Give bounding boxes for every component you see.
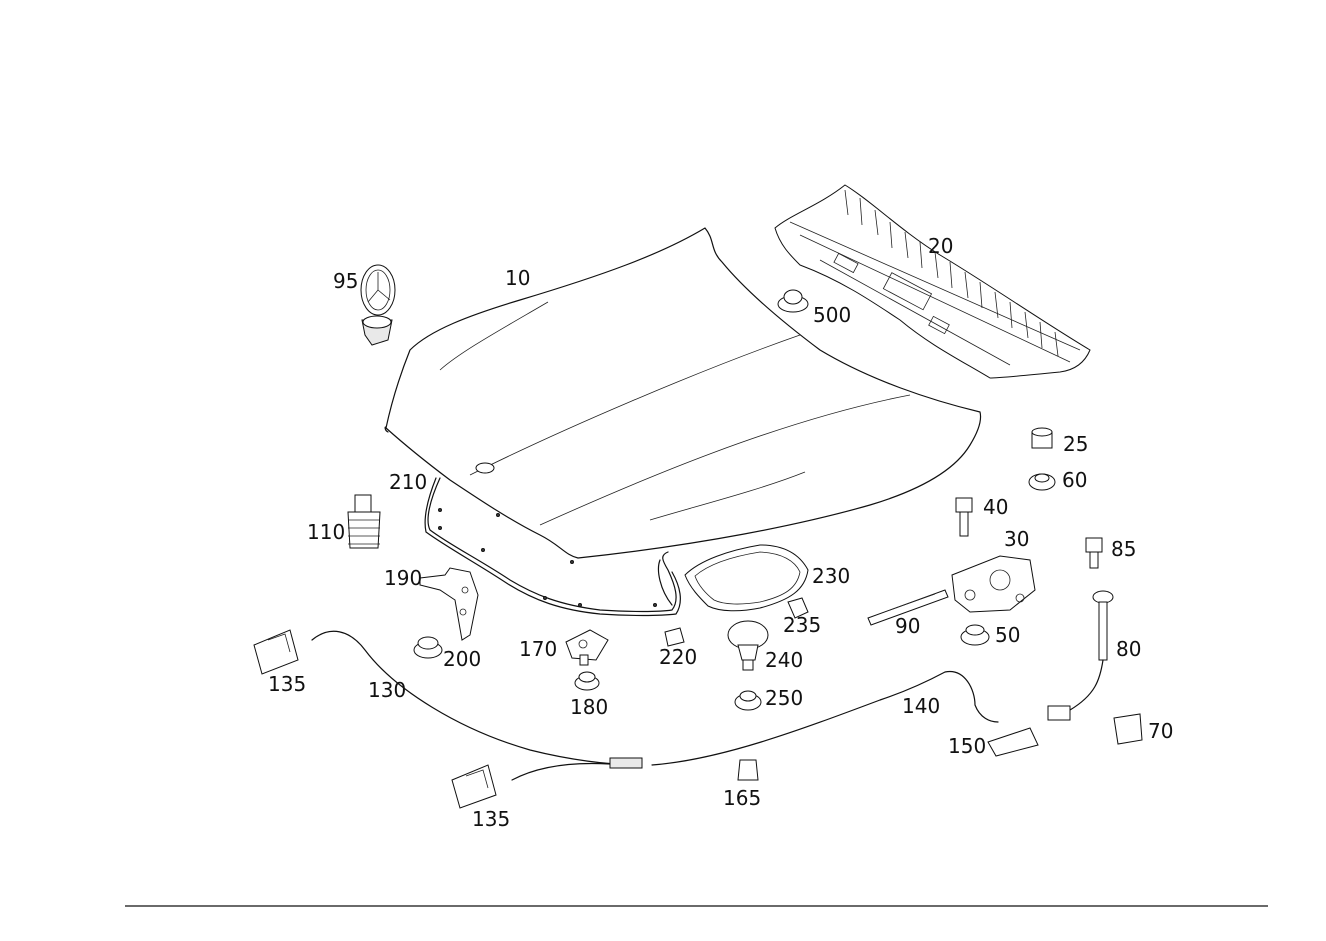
hood-lock-part-30 — [951, 555, 1036, 613]
washer-part-60 — [1028, 473, 1056, 491]
label-10: 10 — [505, 266, 530, 290]
hood-latch-part-135b — [451, 764, 497, 809]
bowden-cable-part-130 — [311, 630, 631, 781]
label-165: 165 — [723, 786, 761, 810]
pin-part-170 — [565, 629, 609, 666]
bumper-stop-part-110 — [347, 494, 381, 549]
label-60: 60 — [1062, 468, 1087, 492]
label-40: 40 — [983, 495, 1008, 519]
bolt-part-85 — [1085, 537, 1103, 569]
label-90: 90 — [895, 614, 920, 638]
switch-part-70 — [1113, 713, 1143, 745]
bumper-part-240 — [727, 620, 769, 671]
label-200: 200 — [443, 647, 481, 671]
label-130: 130 — [368, 678, 406, 702]
label-20: 20 — [928, 234, 953, 258]
cable-connector — [609, 757, 643, 769]
label-110: 110 — [307, 520, 345, 544]
clip-part-500 — [777, 289, 809, 313]
label-80: 80 — [1116, 637, 1141, 661]
label-250: 250 — [765, 686, 803, 710]
emblem-part-95 — [360, 264, 396, 346]
label-500: 500 — [813, 303, 851, 327]
label-240: 240 — [765, 648, 803, 672]
label-170: 170 — [519, 637, 557, 661]
nut-part-25 — [1031, 427, 1053, 449]
release-cable-part-80 — [1047, 590, 1114, 721]
soundproofing-part-230 — [657, 544, 809, 612]
label-30: 30 — [1004, 527, 1029, 551]
nut-part-50 — [960, 624, 990, 646]
label-220: 220 — [659, 645, 697, 669]
hood-latch-part-135a — [253, 629, 299, 675]
label-85: 85 — [1111, 537, 1136, 561]
label-95: 95 — [333, 269, 358, 293]
label-140: 140 — [902, 694, 940, 718]
cowl-panel-part-20 — [774, 184, 1091, 379]
label-150: 150 — [948, 734, 986, 758]
label-210: 210 — [389, 470, 427, 494]
bolt-part-40 — [955, 497, 973, 537]
label-135b: 135 — [472, 807, 510, 831]
label-50: 50 — [995, 623, 1020, 647]
label-190: 190 — [384, 566, 422, 590]
nut-part-250 — [734, 690, 762, 711]
nut-part-180 — [574, 671, 600, 691]
label-25: 25 — [1063, 432, 1088, 456]
nut-part-200 — [413, 636, 443, 659]
cable-clip-part-165 — [737, 759, 759, 781]
clip-part-220 — [664, 627, 685, 647]
release-handle-part-150 — [987, 727, 1039, 757]
label-135a: 135 — [268, 672, 306, 696]
label-70: 70 — [1148, 719, 1173, 743]
bowden-cable-part-140 — [651, 671, 999, 766]
hood-part-10 — [384, 227, 982, 559]
label-235: 235 — [783, 613, 821, 637]
rod-part-90 — [867, 589, 949, 626]
clip-part-235 — [787, 597, 809, 619]
label-230: 230 — [812, 564, 850, 588]
label-180: 180 — [570, 695, 608, 719]
bracket-part-190 — [419, 567, 479, 641]
insulation-mat-part-210 — [424, 477, 681, 617]
